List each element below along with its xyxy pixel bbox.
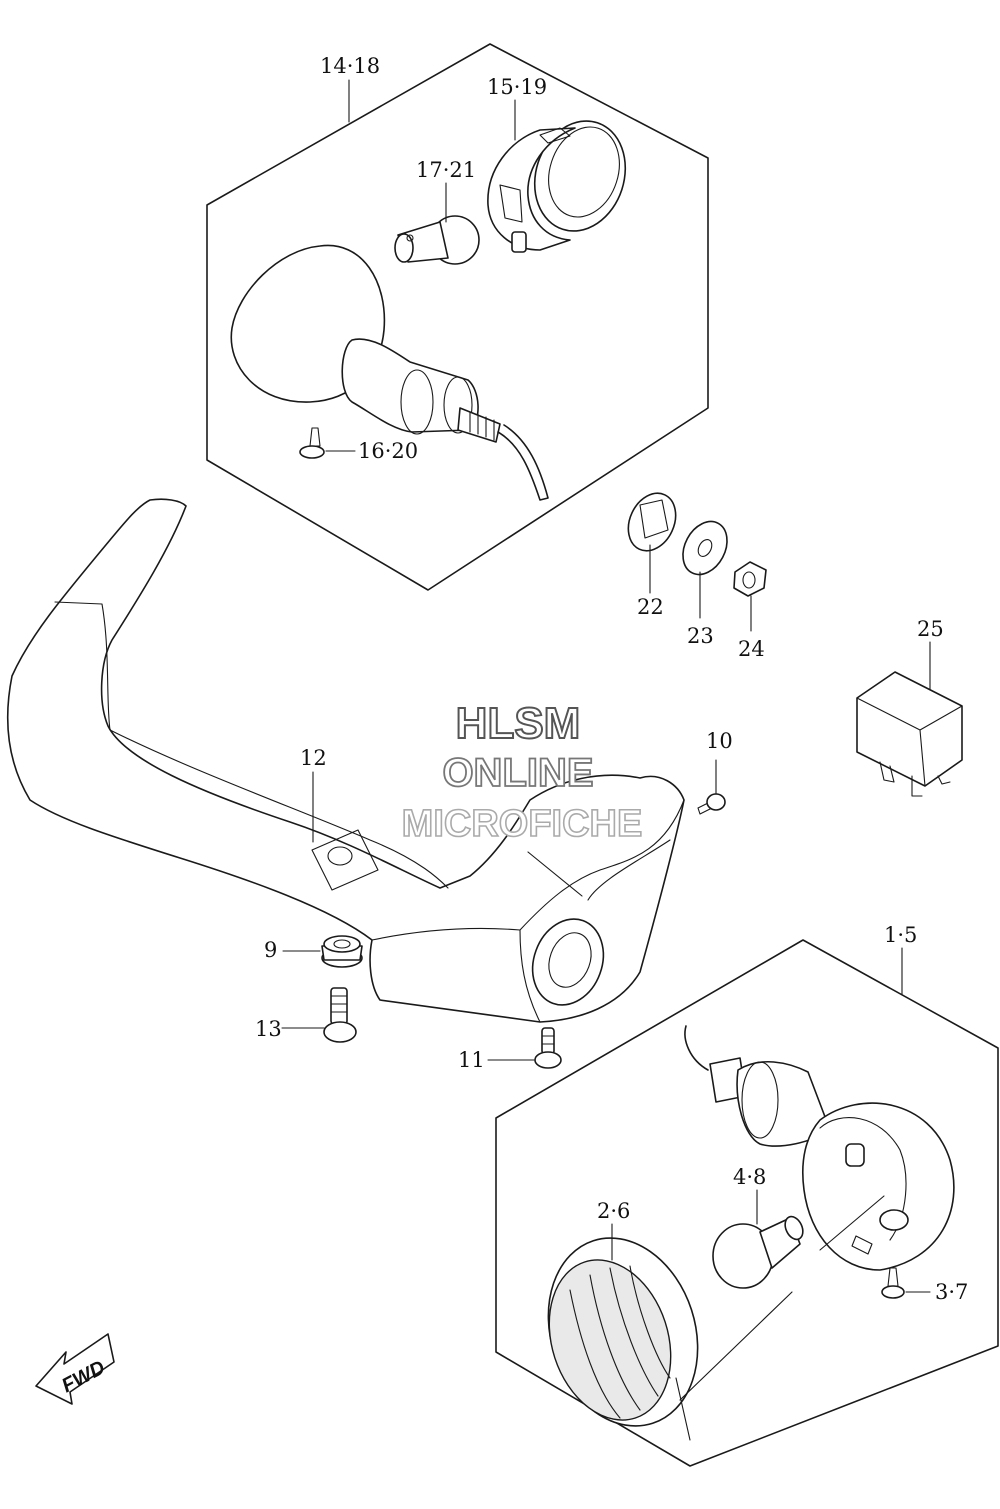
label-3-7: 3·7 xyxy=(935,1280,968,1304)
lower-bulb xyxy=(712,1189,804,1289)
label-1-5: 1·5 xyxy=(884,923,917,947)
forward-arrow: FWD xyxy=(35,1333,115,1405)
upper-group-outline xyxy=(206,43,709,591)
screw-16-20 xyxy=(299,427,356,459)
grommet-9 xyxy=(282,935,363,968)
label-12: 12 xyxy=(300,746,327,770)
watermark-line-3: MICROFICHE xyxy=(402,803,643,845)
label-11: 11 xyxy=(458,1048,485,1072)
lower-signal-body xyxy=(684,1025,955,1271)
washer-23 xyxy=(682,520,728,576)
watermark: HLSM ONLINE MICROFICHE xyxy=(401,698,643,846)
label-9: 9 xyxy=(264,938,277,962)
screw-10 xyxy=(697,759,726,815)
upper-lens-housing xyxy=(487,120,627,253)
watermark-line-1: HLSM xyxy=(456,699,581,748)
watermark-line-2: ONLINE xyxy=(442,751,593,795)
label-16-20: 16·20 xyxy=(358,439,418,463)
fastener-set xyxy=(627,492,767,632)
label-25: 25 xyxy=(917,617,944,641)
label-14-18: 14·18 xyxy=(320,54,380,78)
relay-25 xyxy=(856,641,963,797)
label-22: 22 xyxy=(637,595,664,619)
bolt-11 xyxy=(487,1027,562,1069)
upper-signal-body xyxy=(230,244,549,501)
part-labels: 14·18 15·19 17·21 16·20 22 23 24 25 10 1… xyxy=(255,54,968,1304)
label-15-19: 15·19 xyxy=(487,75,547,99)
lower-lens xyxy=(547,1223,793,1441)
lower-signal-group xyxy=(495,939,999,1467)
bolt-13 xyxy=(281,987,357,1043)
label-24: 24 xyxy=(738,637,765,661)
screw-3-7 xyxy=(881,1267,931,1299)
nut-24 xyxy=(733,561,767,597)
bracket-12 xyxy=(6,498,685,1023)
label-10: 10 xyxy=(706,729,733,753)
label-23: 23 xyxy=(687,624,714,648)
label-17-21: 17·21 xyxy=(416,158,476,182)
lower-group-outline xyxy=(495,939,999,1467)
upper-bulb xyxy=(394,215,480,265)
label-13: 13 xyxy=(255,1017,282,1041)
upper-signal-group xyxy=(206,43,709,591)
label-4-8: 4·8 xyxy=(733,1165,766,1189)
label-2-6: 2·6 xyxy=(597,1199,630,1223)
grommet-22 xyxy=(627,492,677,552)
